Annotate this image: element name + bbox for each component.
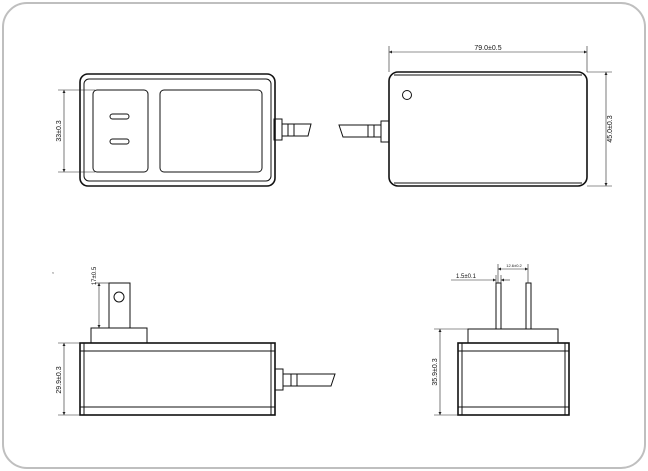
plug-panel [92, 89, 149, 173]
cable [282, 123, 312, 137]
dim-top-width: 79.0±0.5 [474, 45, 501, 52]
top-view: 79.0±0.5 45.0±0.3 [338, 45, 614, 187]
front-outer-housing [79, 73, 276, 187]
stray-tick: , [52, 268, 54, 275]
dim-side-body-height: 29.9±0.3 [56, 366, 63, 393]
prong-slot-top [109, 113, 130, 120]
dim-top-height: 45.0±0.3 [607, 115, 614, 142]
prong-slot-bottom [109, 138, 130, 145]
dim-end-pin-thickness: 1.5±0.1 [456, 274, 477, 280]
cable-strain-relief [273, 118, 283, 141]
side-pin-hole [113, 291, 125, 303]
dim-side-pin-height: 17±0.5 [92, 266, 98, 285]
front-inner-housing [83, 78, 272, 182]
dim-end-pin-spacing: 12.6±0.2 [506, 263, 522, 268]
dim-front-height: 33±0.3 [56, 120, 63, 141]
top-cable [338, 124, 381, 138]
label-panel [159, 89, 263, 173]
top-cable-relief [380, 120, 390, 143]
side-cable-relief [274, 368, 284, 391]
side-cable [283, 373, 336, 387]
end-body [457, 342, 570, 416]
front-view: 33±0.3 [56, 73, 312, 187]
end-view: 1.5±0.1 12.6±0.2 35.9±0.3 [432, 263, 570, 416]
side-view: , 17±0.5 29.9±0.3 [52, 266, 336, 416]
dim-end-body-height: 35.9±0.3 [432, 358, 439, 385]
mounting-hole [402, 90, 412, 100]
